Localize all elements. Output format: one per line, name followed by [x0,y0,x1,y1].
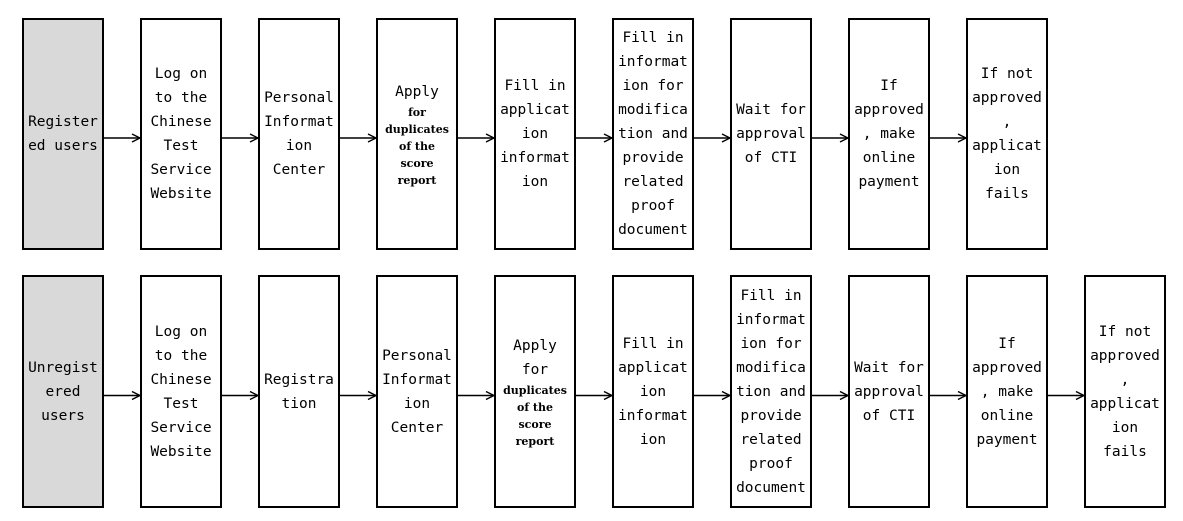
row-2-step-5-box: Apply for duplicates of the score report [494,275,576,508]
step-label: Personal Informat ion Center [264,90,334,178]
row-2-step-7-box: Fill in informat ion for modifica tion a… [730,275,812,508]
step-label: If not approved , applicat ion fails [972,66,1042,202]
row-2-step-3-box: Registra tion [258,275,340,508]
step-label: Fill in informat ion for modifica tion a… [618,30,688,238]
step-label: Personal Informat ion Center [382,347,452,436]
step-label: Register ed users [28,114,98,154]
row-2-step-6-box: Fill in applicat ion informat ion [612,275,694,508]
step-label-small: for duplicates of the score report [385,105,449,187]
step-label: Fill in applicat ion informat ion [500,78,570,190]
step-label: Registra tion [264,371,334,412]
row-1-step-2-box: Log on to the Chinese Test Service Websi… [140,18,222,250]
row-2-start-box: Unregist ered users [22,275,104,508]
step-label-main: Apply [395,83,439,100]
row-2-step-8-box: Wait for approval of CTI [848,275,930,508]
step-label: If not approved , applicat ion fails [1090,323,1160,460]
row-1-step-9-box: If not approved , applicat ion fails [966,18,1048,250]
step-label: Wait for approval of CTI [854,359,924,424]
step-label: Apply for duplicates of the score report [503,334,567,450]
row-2-step-9-box: If approved , make online payment [966,275,1048,508]
row-1-step-7-box: Wait for approval of CTI [730,18,812,250]
step-label: Wait for approval of CTI [736,102,806,166]
step-label: Apply for duplicates of the score report [385,80,449,189]
step-label-small: duplicates of the score report [503,383,567,448]
step-label: Fill in applicat ion informat ion [618,335,688,448]
step-label: If approved , make online payment [854,78,924,190]
step-label: Unregist ered users [28,359,98,424]
row-2-step-4-box: Personal Informat ion Center [376,275,458,508]
row-1-step-3-box: Personal Informat ion Center [258,18,340,250]
row-2-step-2-box: Log on to the Chinese Test Service Websi… [140,275,222,508]
row-1-step-5-box: Fill in applicat ion informat ion [494,18,576,250]
step-label-main: Apply for [513,337,557,378]
step-label: Log on to the Chinese Test Service Websi… [150,323,212,460]
row-2-step-10-box: If not approved , applicat ion fails [1084,275,1166,508]
step-label: If approved , make online payment [972,335,1042,448]
step-label: Fill in informat ion for modifica tion a… [736,287,806,496]
row-1-step-8-box: If approved , make online payment [848,18,930,250]
row-1-start-box: Register ed users [22,18,104,250]
row-1-step-6-box: Fill in informat ion for modifica tion a… [612,18,694,250]
step-label: Log on to the Chinese Test Service Websi… [150,66,212,202]
row-1-step-4-box: Apply for duplicates of the score report [376,18,458,250]
